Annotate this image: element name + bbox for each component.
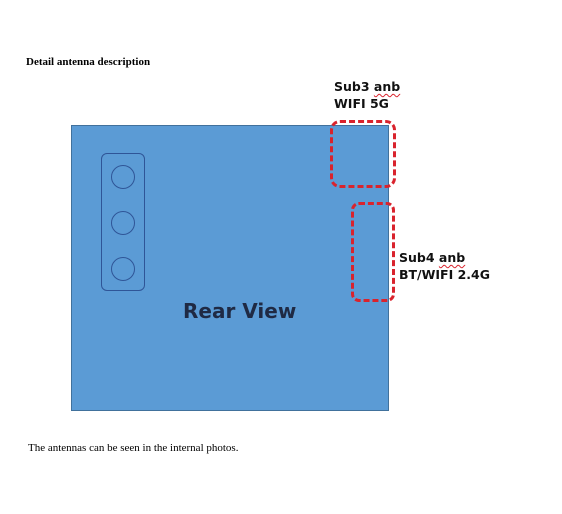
antenna-sub3-band: WIFI 5G [334,96,389,111]
antenna-sub4-outline [351,202,395,302]
antenna-sub3-outline [330,120,396,188]
camera-lens-icon [111,257,135,281]
camera-lens-icon [111,211,135,235]
camera-module [101,153,145,291]
rear-view-label: Rear View [183,299,297,323]
page-heading: Detail antenna description [26,56,151,68]
antenna-sub4-name: Sub4 anb [399,250,466,265]
footer-note: The antennas can be seen in the internal… [28,442,239,454]
camera-lens-icon [111,165,135,189]
antenna-sub4-band: BT/WIFI 2.4G [399,267,491,282]
antenna-sub4-label: Sub4 anb BT/WIFI 2.4G [399,249,490,283]
antenna-sub3-name: Sub3 anb [334,79,401,94]
device-rear-view: Rear View [71,125,389,411]
antenna-sub3-label: Sub3 anb WIFI 5G [334,78,400,112]
